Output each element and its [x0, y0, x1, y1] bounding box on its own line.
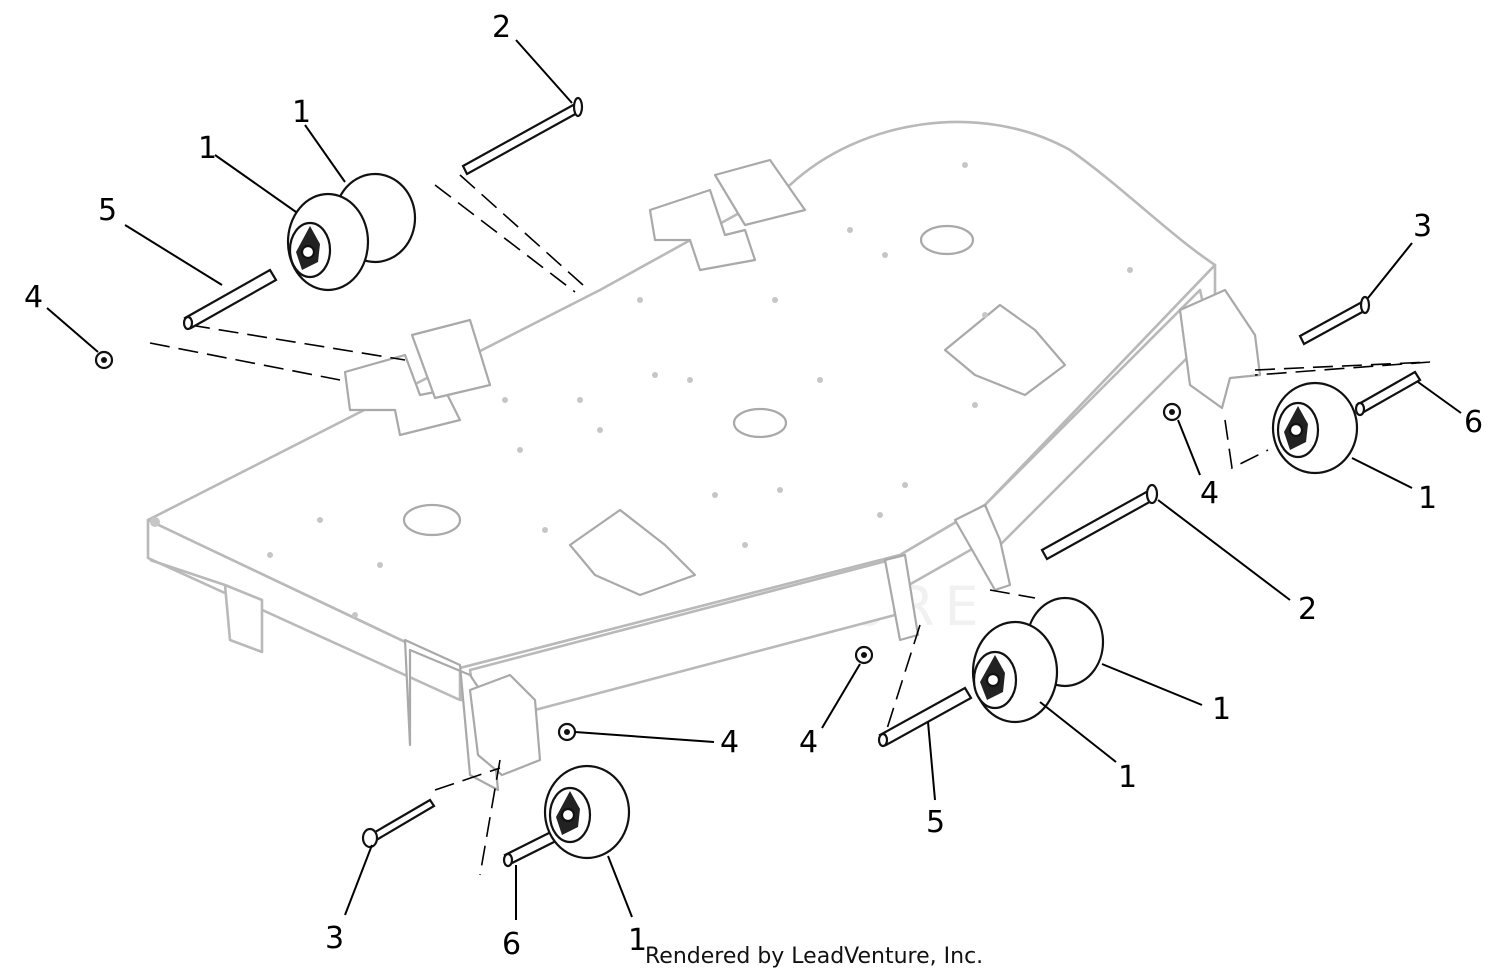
right-mount-bracket [943, 303, 1067, 397]
callout-label: 4 [720, 725, 739, 760]
callout-label: 1 [628, 923, 647, 958]
spacer-pin-center [877, 686, 973, 748]
front-center-wheel-bracket [883, 553, 920, 642]
deck-front-skirt [146, 518, 462, 702]
pin-front-left [502, 828, 562, 868]
footer-credit: Rendered by LeadVenture, Inc. [645, 944, 983, 969]
rear-hanger-bracket-right [648, 188, 757, 272]
lock-nut-center [854, 645, 874, 665]
callout-label: 5 [98, 193, 117, 228]
assembly-lines [149, 174, 1431, 876]
spindle-opening-right [919, 224, 975, 256]
callout-labels: 1 1 2 5 4 3 6 4 1 2 1 4 1 5 4 3 6 1 [24, 10, 1483, 962]
front-left-wheel-arm [468, 673, 542, 777]
callout-label: 1 [1418, 481, 1437, 516]
callout-label: 2 [492, 10, 511, 45]
callout-label: 1 [1212, 692, 1231, 727]
rear-hanger-bracket-left-upper [410, 318, 492, 400]
spacer-pin-left [182, 268, 278, 331]
callout-label: 4 [24, 280, 43, 315]
callout-label: 3 [325, 921, 344, 956]
wheel-rear-right-corner [1271, 381, 1359, 475]
bolt-front-left [361, 798, 436, 849]
bolt-rear-right [1298, 295, 1371, 346]
lock-nut-left [94, 350, 114, 370]
spindle-opening-center [732, 407, 788, 439]
wheel-top-left-front [286, 192, 370, 292]
rear-hanger-bracket-left [343, 353, 462, 437]
center-mount-bracket [568, 508, 697, 597]
lock-nut-right [1162, 402, 1182, 422]
callout-label: 3 [1413, 209, 1432, 244]
callout-label: 6 [502, 927, 521, 962]
mower-deck [146, 120, 1262, 792]
callout-label: 6 [1464, 405, 1483, 440]
callout-label: 4 [1200, 476, 1219, 511]
wheel-front-left-corner [543, 764, 631, 860]
hardware [94, 96, 1422, 868]
pin-rear-right [1354, 370, 1422, 417]
carriage-bolt-top [461, 96, 584, 176]
callout-label: 1 [1118, 760, 1137, 795]
deck-left-housing [149, 558, 264, 654]
wheel-right-front [971, 620, 1059, 724]
lock-nut-front [557, 722, 577, 742]
rear-right-wheel-bracket [1178, 288, 1262, 410]
spindle-opening-left [402, 503, 462, 537]
callout-label: 4 [799, 725, 818, 760]
callout-label: 2 [1298, 592, 1317, 627]
rear-hanger-bracket-right-upper [713, 158, 807, 227]
axle-bolt-right [1040, 483, 1159, 561]
front-right-wheel-bracket [953, 503, 1012, 592]
callout-label: 1 [292, 95, 311, 130]
callout-leaders [46, 39, 1462, 920]
callout-label: 5 [926, 805, 945, 840]
callout-label: 1 [198, 131, 217, 166]
deck-mounting-holes [150, 162, 1133, 618]
deck-wheels [286, 172, 1359, 860]
